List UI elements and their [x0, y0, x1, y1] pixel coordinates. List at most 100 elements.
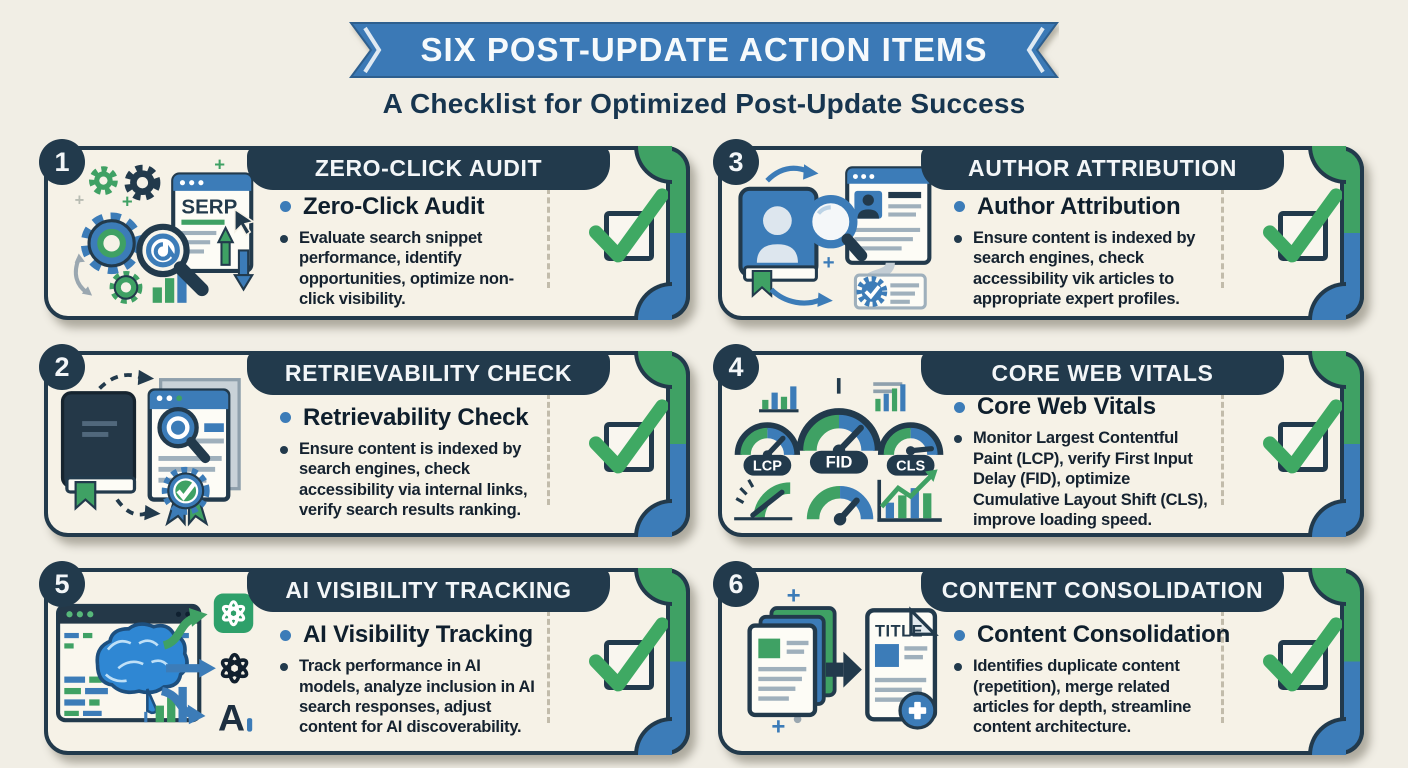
desc-bullet: [954, 234, 962, 243]
plus-icon: +: [771, 714, 785, 741]
ai-model-knot-icon: [220, 652, 249, 684]
desc-bullet: [280, 445, 288, 454]
card-header-banner: CORE WEB VITALS: [921, 351, 1284, 395]
item-description: Ensure content is indexed by search engi…: [299, 439, 528, 519]
dashed-divider: [547, 610, 550, 723]
corner-decoration-bottom: [1308, 499, 1346, 537]
gears-serp-magnifier-illustration: + + + SERP: [56, 153, 274, 310]
up-arrow-icon: [216, 225, 235, 266]
plus-icon: +: [787, 583, 801, 610]
letter-a-icon: A: [218, 697, 253, 739]
card-ai-visibility-tracking: 5 AI VISIBILITY TRACKING: [39, 561, 690, 755]
item-title: Content Consolidation: [977, 621, 1231, 649]
corner-decoration-bottom: [1308, 282, 1346, 320]
corner-decoration-top: [634, 568, 672, 606]
desc-bullet: [280, 663, 288, 672]
bar-chart-icon: [759, 386, 799, 413]
corner-decoration-top: [1308, 351, 1346, 389]
serp-browser-icon: SERP: [171, 172, 254, 274]
item-title: Author Attribution: [977, 192, 1181, 220]
page-title: SIX POST-UPDATE ACTION ITEMS: [420, 31, 987, 68]
card-header-banner: AI VISIBILITY TRACKING: [247, 568, 610, 612]
dashed-arrow-icon: [98, 373, 142, 390]
checkmark-icon: [589, 399, 668, 474]
documents-merge-illustration: + +: [730, 578, 948, 745]
blue-arrow-icon: [160, 687, 193, 718]
card-number-badge: 2: [39, 344, 85, 390]
serp-label: SERP: [181, 195, 237, 218]
corner-decoration-top: [1308, 568, 1346, 606]
book-icon: [60, 391, 137, 511]
document-stack-icon: [747, 606, 837, 718]
item-description: Evaluate search snippet performance, ide…: [299, 228, 514, 308]
card-retrievability-check: 2 RETRIEVABILITY CHECK: [39, 344, 690, 537]
desc-bullet: [280, 234, 288, 243]
corner-decoration-bottom: [634, 499, 672, 537]
card-number-badge: 4: [713, 344, 759, 390]
title-bullet: [280, 201, 291, 213]
checkmark-icon: [589, 616, 668, 691]
mini-report-icon: [873, 382, 906, 412]
item-description: Ensure content is indexed by search engi…: [973, 228, 1196, 308]
dashed-divider: [1221, 610, 1224, 723]
checkmark-icon: [589, 188, 668, 263]
title-bullet: [954, 629, 965, 641]
merge-arrow-icon: [825, 651, 862, 688]
corner-decoration-bottom: [1308, 717, 1346, 755]
card-core-web-vitals: 4 CORE WEB VITALS: [713, 344, 1364, 537]
title-ribbon-banner: SIX POST-UPDATE ACTION ITEMS: [349, 22, 1059, 78]
corner-decoration-bottom: [634, 717, 672, 755]
profile-browser-icon: [845, 166, 932, 265]
cursor-icon: [234, 207, 256, 237]
svg-text:A: A: [218, 697, 245, 739]
tick-mark: [836, 378, 841, 394]
magnifier-icon: [136, 223, 209, 297]
dashed-divider: [547, 188, 550, 288]
cls-gauge-icon: CLS: [877, 422, 944, 476]
doc-title-label: TITLE: [875, 622, 923, 640]
title-bullet: [280, 412, 291, 424]
ai-model-tile-icon: [213, 593, 254, 633]
card-number-badge: 5: [39, 561, 85, 607]
item-title: Retrievability Check: [303, 403, 529, 431]
item-description: Identifies duplicate content (repetition…: [973, 657, 1192, 737]
curved-arrow-icon: [765, 165, 810, 183]
title-ribbon: SIX POST-UPDATE ACTION ITEMS: [349, 22, 1059, 78]
dot-decoration: [793, 715, 802, 724]
checkmark-icon: [1263, 616, 1342, 691]
card-header-banner: AUTHOR ATTRIBUTION: [921, 146, 1284, 190]
checkmark-icon: [1263, 188, 1342, 263]
plus-icon: +: [122, 190, 133, 211]
title-bullet: [954, 201, 965, 213]
card-number-badge: 1: [39, 139, 85, 185]
card-number-badge: 6: [713, 561, 759, 607]
certificate-icon: [853, 273, 927, 310]
title-bullet: [280, 629, 291, 641]
corner-decoration-bottom: [634, 282, 672, 320]
desc-bullet: [954, 663, 962, 672]
card-zero-click-audit: 1 ZERO-CLICK AUDIT: [39, 139, 690, 320]
dashed-divider: [1221, 393, 1224, 505]
fid-gauge-icon: FID: [796, 408, 882, 474]
magnifier-icon: [157, 406, 211, 464]
author-book-icon: [738, 186, 819, 298]
card-content-consolidation: 6 CONTENT CONSOLIDATION + +: [713, 561, 1364, 755]
item-title: Core Web Vitals: [977, 393, 1156, 421]
rosette-badge-icon: [161, 466, 210, 527]
bar-chart-icon: [152, 268, 187, 303]
double-arrow-icon: [73, 257, 89, 295]
gauge-icon: [806, 486, 874, 526]
dashed-divider: [1221, 188, 1224, 288]
item-title: Zero-Click Audit: [303, 192, 485, 220]
curved-arrow-icon: [769, 287, 822, 306]
item-description: Monitor Largest Contentful Paint (LCP), …: [973, 429, 1208, 530]
trend-chart-icon: [877, 469, 942, 522]
gauge-label: LCP: [753, 458, 782, 474]
checkmark-icon: [1263, 399, 1342, 474]
item-title: AI Visibility Tracking: [303, 621, 533, 649]
title-bullet: [954, 401, 965, 413]
desc-bullet: [954, 435, 962, 444]
card-header-banner: RETRIEVABILITY CHECK: [247, 351, 610, 395]
corner-decoration-top: [634, 351, 672, 389]
author-book-profile-illustration: +: [730, 156, 948, 310]
